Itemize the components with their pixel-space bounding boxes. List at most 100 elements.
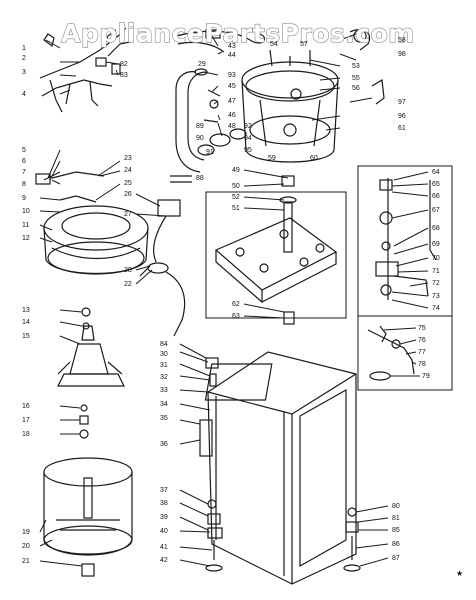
callout-68: 68	[432, 225, 440, 232]
callout-51: 51	[232, 205, 240, 212]
linkage-assembly	[357, 315, 453, 391]
callout-53: 53	[352, 63, 360, 70]
callout-88: 88	[196, 175, 204, 182]
callout-28: 28	[124, 267, 132, 274]
callout-labels: 1 2 3 4 82 83 5 6 7 8 9 10 11 12 23 24 2…	[22, 37, 440, 565]
wiring-harness	[39, 27, 131, 113]
base-plate-assembly	[205, 175, 347, 325]
callout-36: 36	[160, 441, 168, 448]
callout-40: 40	[160, 528, 168, 535]
callout-93: 93	[228, 72, 236, 79]
callout-56: 56	[352, 85, 360, 92]
callout-22: 22	[124, 281, 132, 288]
callout-27: 27	[124, 211, 132, 218]
callout-48: 48	[228, 123, 236, 130]
callout-50: 50	[232, 183, 240, 190]
callout-23: 23	[124, 155, 132, 162]
callout-44: 44	[228, 52, 236, 59]
callout-92: 92	[244, 123, 252, 130]
callout-75: 75	[418, 325, 426, 332]
callout-20: 20	[22, 543, 30, 550]
callout-81: 81	[392, 515, 400, 522]
callout-2: 2	[22, 55, 26, 62]
callout-26: 26	[124, 191, 132, 198]
callout-17: 17	[22, 417, 30, 424]
callout-24: 24	[124, 167, 132, 174]
callout-47: 47	[228, 98, 236, 105]
callout-46: 46	[228, 112, 236, 119]
callout-64: 64	[432, 169, 440, 176]
callout-9: 9	[22, 195, 26, 202]
callout-96: 96	[398, 113, 406, 120]
cabinet	[199, 351, 357, 585]
pump-and-hose	[139, 199, 186, 337]
callout-82: 82	[120, 61, 128, 68]
callout-95: 95	[244, 147, 252, 154]
callout-67: 67	[432, 207, 440, 214]
callout-4: 4	[22, 91, 26, 98]
callout-29: 29	[198, 61, 206, 68]
callout-72: 72	[432, 280, 440, 287]
callout-41: 41	[160, 544, 168, 551]
callout-42: 42	[160, 557, 168, 564]
page-mark: ★	[456, 569, 463, 578]
callout-89: 89	[196, 123, 204, 130]
callout-33: 33	[160, 387, 168, 394]
callout-69: 69	[432, 241, 440, 248]
callout-54: 54	[270, 41, 278, 48]
callout-18: 18	[22, 431, 30, 438]
wash-basket	[43, 457, 133, 577]
drain-hose	[170, 68, 247, 183]
watermark: AppliancePartsPros.com	[61, 19, 415, 48]
callout-43: 43	[228, 43, 236, 50]
callout-76: 76	[418, 337, 426, 344]
outer-tub	[241, 29, 385, 163]
callout-30: 30	[160, 351, 168, 358]
agitator	[57, 307, 125, 387]
callout-5: 5	[22, 147, 26, 154]
callout-86: 86	[392, 541, 400, 548]
callout-71: 71	[432, 268, 440, 275]
callout-7: 7	[22, 169, 26, 176]
agitator-hardware	[79, 404, 89, 439]
callout-79: 79	[422, 373, 430, 380]
callout-91: 91	[206, 149, 214, 156]
callout-84: 84	[160, 341, 168, 348]
callout-60: 60	[310, 155, 318, 162]
callout-19: 19	[22, 529, 30, 536]
callout-11: 11	[22, 222, 29, 229]
callout-62: 62	[232, 301, 240, 308]
callout-45: 45	[228, 83, 236, 90]
callout-15: 15	[22, 333, 30, 340]
callout-98: 98	[398, 51, 406, 58]
callout-52: 52	[232, 194, 240, 201]
callout-66: 66	[432, 193, 440, 200]
callout-65: 65	[432, 181, 440, 188]
callout-13: 13	[22, 307, 30, 314]
callout-16: 16	[22, 403, 30, 410]
callout-83: 83	[120, 72, 128, 79]
callout-31: 31	[160, 362, 168, 369]
callout-14: 14	[22, 319, 30, 326]
callout-57: 57	[300, 41, 308, 48]
callout-97: 97	[398, 99, 406, 106]
callout-49: 49	[232, 167, 240, 174]
callout-61: 61	[398, 125, 406, 132]
lid-switch-and-tub-ring	[35, 171, 149, 275]
callout-94: 94	[244, 135, 252, 142]
callout-8: 8	[22, 181, 26, 188]
callout-6: 6	[22, 158, 26, 165]
callout-21: 21	[22, 558, 30, 565]
callout-59: 59	[268, 155, 276, 162]
callout-1: 1	[22, 45, 26, 52]
callout-34: 34	[160, 401, 168, 408]
callout-37: 37	[160, 487, 168, 494]
callout-85: 85	[392, 527, 400, 534]
callout-38: 38	[160, 500, 168, 507]
callout-32: 32	[160, 374, 168, 381]
callout-78: 78	[418, 361, 426, 368]
callout-70: 70	[432, 255, 440, 262]
callout-10: 10	[22, 208, 30, 215]
cabinet-hardware	[205, 357, 361, 572]
